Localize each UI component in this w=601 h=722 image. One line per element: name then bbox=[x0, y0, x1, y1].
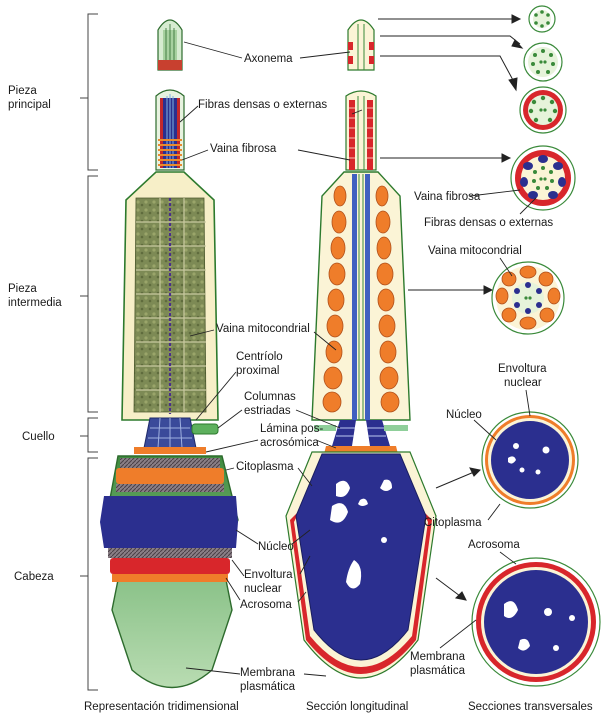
label-nucleo: Núcleo bbox=[258, 541, 294, 553]
caption-tridimensional: Representación tridimensional bbox=[84, 701, 239, 713]
three-dimensional-model bbox=[100, 20, 238, 688]
principal-piece-3d bbox=[156, 90, 184, 170]
head-section bbox=[286, 452, 436, 678]
leader-line bbox=[184, 42, 242, 58]
label-lamina: Lámina pos- bbox=[260, 423, 323, 435]
cross-section-tip bbox=[529, 6, 555, 32]
neck-section bbox=[314, 420, 408, 454]
tail-tip-section bbox=[348, 20, 374, 70]
principal-piece-section bbox=[346, 91, 376, 170]
label-vaina-mitocondrial-cs: Vaina mitocondrial bbox=[428, 245, 522, 257]
label-plasmatica: plasmática bbox=[240, 681, 296, 693]
cross-section-head-lower bbox=[472, 558, 600, 686]
label-vaina-fibrosa-cs: Vaina fibrosa bbox=[414, 191, 481, 203]
label-vaina-fibrosa: Vaina fibrosa bbox=[210, 143, 277, 155]
cross-section-head-upper bbox=[482, 412, 578, 508]
leader-line bbox=[440, 620, 476, 648]
midpiece-section bbox=[312, 172, 410, 420]
label-fibras-densas-cs: Fibras densas o externas bbox=[424, 217, 553, 229]
label-estriadas: estriadas bbox=[244, 405, 291, 417]
label-proximal: proximal bbox=[236, 365, 279, 377]
bracket-pieza-principal bbox=[88, 14, 98, 170]
label-columnas: Columnas bbox=[244, 391, 296, 403]
cross-section-principal-distal bbox=[520, 87, 566, 133]
midpiece-3d bbox=[122, 172, 218, 420]
label-axonema: Axonema bbox=[244, 53, 293, 65]
label-nucleo-cs: Núcleo bbox=[446, 409, 482, 421]
label-envoltura-cs: Envoltura bbox=[498, 363, 547, 375]
cross-section-midpiece bbox=[492, 262, 564, 334]
leader-line bbox=[206, 440, 258, 452]
label-intermedia: intermedia bbox=[8, 297, 62, 309]
label-acrosoma-cs: Acrosoma bbox=[468, 539, 520, 551]
label-pieza: Pieza bbox=[8, 85, 37, 97]
leader-line bbox=[304, 674, 326, 676]
cross-section-principal bbox=[511, 146, 575, 210]
label-membrana-cs: Membrana bbox=[410, 651, 466, 663]
label-principal: principal bbox=[8, 99, 51, 111]
label-nuclear-cs: nuclear bbox=[504, 377, 542, 389]
longitudinal-section bbox=[286, 20, 436, 678]
label-envoltura: Envoltura bbox=[244, 569, 293, 581]
label-cabeza: Cabeza bbox=[14, 571, 54, 583]
leader-line bbox=[488, 504, 500, 520]
label-nuclear: nuclear bbox=[244, 583, 282, 595]
label-fibras-densas: Fibras densas o externas bbox=[198, 99, 327, 111]
neck-3d bbox=[134, 418, 218, 454]
bracket-cuello bbox=[88, 418, 98, 452]
label-citoplasma-cs: Citoplasma bbox=[424, 517, 482, 529]
label-pieza: Pieza bbox=[8, 283, 37, 295]
bracket-cabeza bbox=[88, 458, 98, 690]
caption-longitudinal: Sección longitudinal bbox=[306, 701, 408, 713]
label-plasmatica-cs: plasmática bbox=[410, 665, 466, 677]
cross-section-end bbox=[524, 43, 562, 81]
captions: Representación tridimensional Sección lo… bbox=[84, 701, 593, 713]
label-centriolo: Centríolo bbox=[236, 351, 283, 363]
label-cuello: Cuello bbox=[22, 431, 55, 443]
label-vaina-mitocondrial: Vaina mitocondrial bbox=[216, 323, 310, 335]
leader-line bbox=[500, 552, 516, 564]
leader-line bbox=[298, 150, 350, 160]
caption-transversales: Secciones transversales bbox=[468, 701, 593, 713]
label-acrosoma: Acrosoma bbox=[240, 599, 292, 611]
tail-tip-3d bbox=[158, 20, 182, 70]
label-citoplasma: Citoplasma bbox=[236, 461, 294, 473]
leader-line bbox=[300, 52, 350, 58]
leader-line bbox=[232, 560, 244, 576]
head-3d bbox=[100, 456, 238, 688]
section-brackets: Pieza principal Pieza intermedia Cuello … bbox=[8, 14, 98, 690]
leader-line bbox=[226, 468, 234, 470]
leader-line bbox=[182, 150, 208, 160]
bracket-pieza-intermedia bbox=[88, 176, 98, 412]
leader-line bbox=[236, 530, 258, 544]
label-acrosomica: acrosómica bbox=[260, 437, 319, 449]
label-membrana: Membrana bbox=[240, 667, 296, 679]
leader-line bbox=[218, 410, 242, 428]
